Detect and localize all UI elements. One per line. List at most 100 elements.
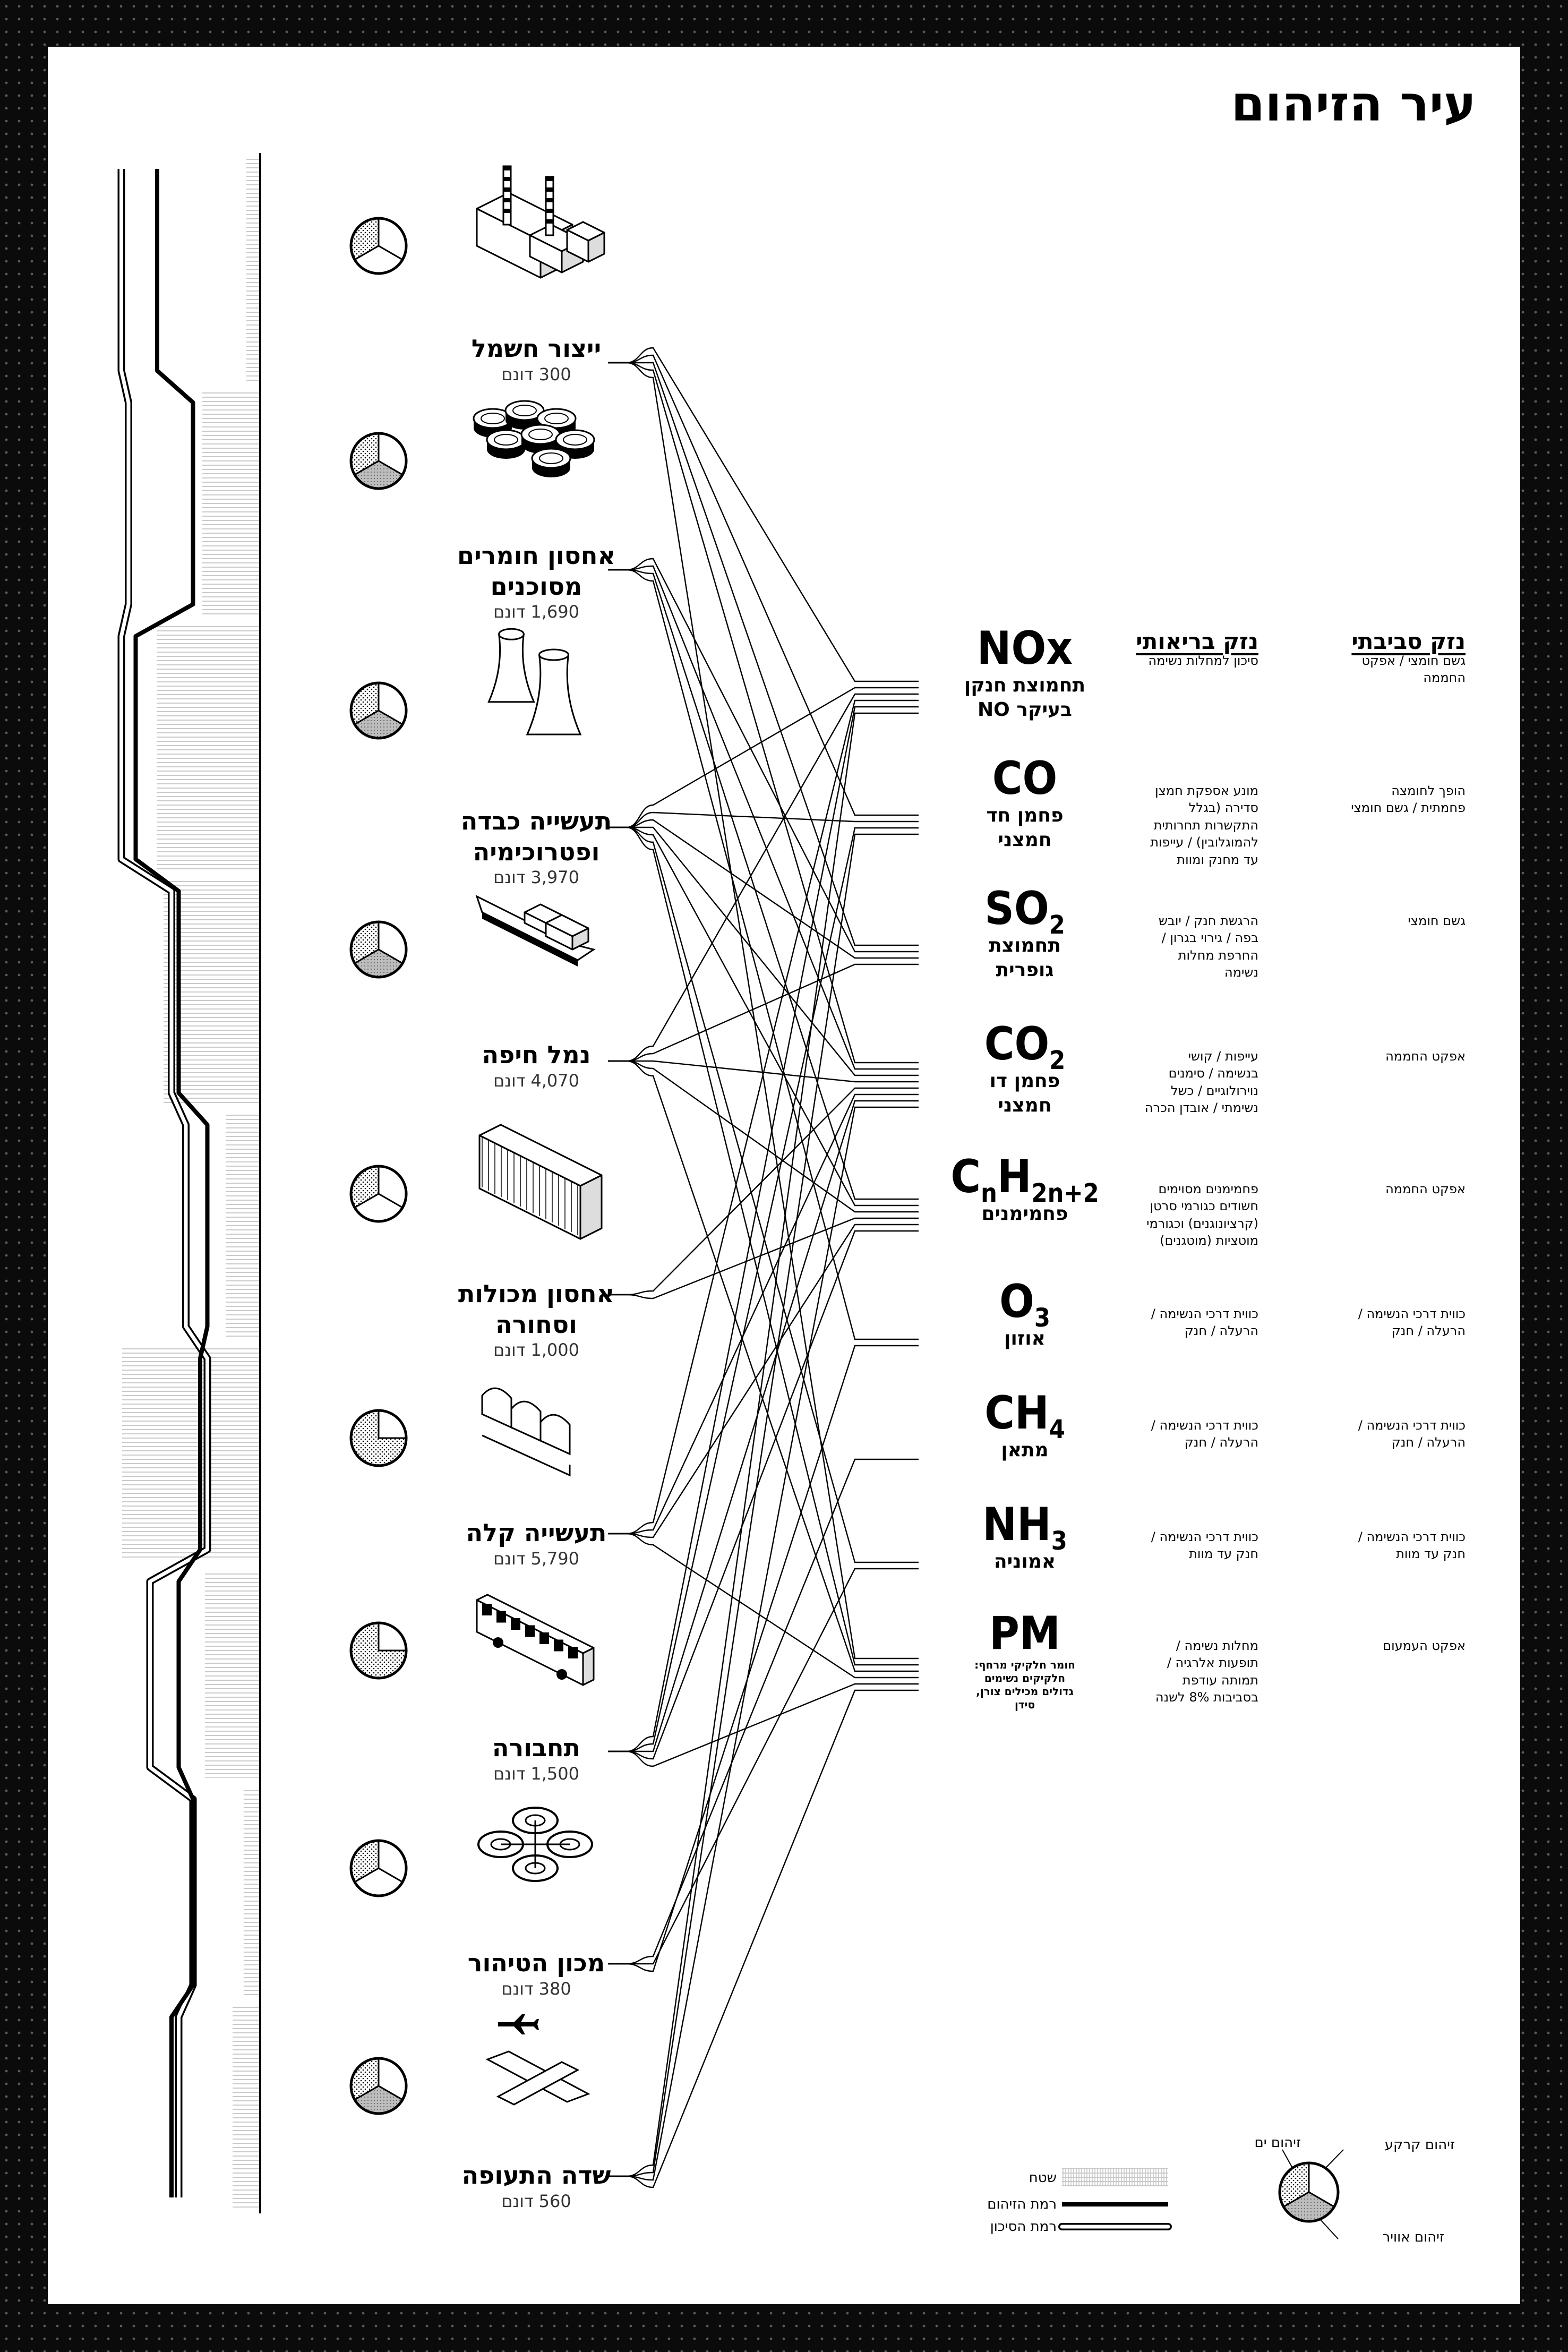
environmental-damage-line: הרעלה / חנק <box>1391 1435 1466 1450</box>
legend-area-label: שטח <box>1029 2170 1057 2186</box>
source-area: 1,000 דונם <box>398 1340 674 1360</box>
connection-line <box>608 569 919 1340</box>
source-name-line: תחבורה <box>492 1733 581 1762</box>
source-area-unit: דונם <box>493 602 526 622</box>
connection-line <box>608 565 919 1070</box>
pollutant-name-line: תחמוצת חנקן <box>964 674 1086 696</box>
source-area-unit: דונם <box>493 1340 526 1360</box>
connection-line <box>608 1087 919 1296</box>
health-damage-line: מונע אספקת חמצן <box>1155 783 1258 798</box>
health-damage-line: בנשימה / סימנים <box>1168 1066 1258 1081</box>
health-damage-line: עייפות / קושי <box>1188 1049 1258 1064</box>
health-damage-line: סדירה (בגלל <box>1188 800 1258 816</box>
health-damage-line: הרעלה / חנק <box>1184 1323 1258 1339</box>
connection-line <box>608 1683 919 1767</box>
source-area-value: 380 <box>538 1978 571 1999</box>
source-area-unit: דונם <box>493 867 526 887</box>
pollutant-environmental-damage: כווית דרכי הנשימה /הרעלה / חנק <box>1280 1305 1466 1340</box>
source-area-value: 300 <box>538 364 571 384</box>
sewage-treatment-icon <box>477 1807 593 1882</box>
pollutant-health-damage: סיכון למחלות נשימה <box>1115 652 1258 669</box>
area-hatch-8 <box>233 2006 260 2208</box>
connection-line <box>608 347 919 682</box>
source-area: 3,970 דונם <box>398 867 674 887</box>
health-damage-line: להמוגלובין) / עייפות <box>1150 835 1258 850</box>
environmental-damage-line: אפקט העמעום <box>1383 1638 1466 1653</box>
environmental-damage-line: כווית דרכי הנשימה / <box>1358 1418 1466 1433</box>
source-area: 1,500 דונם <box>398 1764 674 1784</box>
connection-line <box>608 699 919 1535</box>
pollutant-name-line: פחמימנים <box>981 1203 1068 1225</box>
connection-line <box>608 1060 919 1213</box>
connection-line <box>608 1060 919 1083</box>
pollutant-environmental-damage: כווית דרכי הנשימה /חנק עד מוות <box>1280 1528 1466 1563</box>
area-hatch-7 <box>243 1789 260 1996</box>
connection-line <box>608 827 919 1752</box>
connection-line <box>608 687 919 828</box>
pollutant-formula: PM <box>989 1607 1060 1660</box>
health-damage-line: (קרציונוגנים) וכגורמי <box>1146 1216 1258 1231</box>
source-area-unit: דונם <box>493 1548 526 1569</box>
pollutant-name-line: גופרית <box>996 959 1054 981</box>
health-damage-line: הרעלה / חנק <box>1184 1435 1258 1450</box>
pollutant-environmental-damage: אפקט החממה <box>1280 1048 1466 1065</box>
pollutant-health-damage: כווית דרכי הנשימה /הרעלה / חנק <box>1115 1305 1258 1340</box>
connection-line <box>608 819 919 959</box>
source-area: 5,790 דונם <box>398 1549 674 1569</box>
power-plant-icon <box>476 165 605 279</box>
source-name-line: אחסון חומרים <box>457 541 615 570</box>
legend-sea-leader <box>1282 2149 1293 2169</box>
pollutant-formula: O3 <box>999 1275 1050 1333</box>
shipping-container-icon <box>478 1124 603 1240</box>
pollutant-formula: CO2 <box>984 1017 1066 1075</box>
source-area-unit: דונם <box>501 1978 534 1999</box>
source-name-line: ייצור חשמל <box>471 334 602 363</box>
area-hatch-5 <box>122 1348 260 1560</box>
pollutant-name-line: חמצני <box>998 829 1052 851</box>
source-area-unit: דונם <box>501 364 534 384</box>
legend-risk-label: רמת הסיכון <box>990 2219 1057 2235</box>
connection-line <box>608 826 919 1076</box>
health-damage-line: בסביבות 8% לשנה <box>1155 1690 1258 1705</box>
legend-air-label: זיהום אוויר <box>1382 2229 1444 2245</box>
diagram-canvas <box>117 153 1344 2239</box>
pollutant-name: פחמימנים <box>945 1202 1104 1226</box>
health-damage-line: החרפת מחלות <box>1178 947 1258 963</box>
environmental-damage-line: אפקט החממה <box>1385 1182 1466 1196</box>
source-area-unit: דונם <box>493 1070 526 1091</box>
source-name-line: מסוכנים <box>490 571 582 601</box>
pollutant-name-line: סידן <box>1014 1698 1035 1711</box>
environmental-damage-line: החממה <box>1423 670 1466 686</box>
source-area: 560 דונם <box>398 2191 674 2211</box>
bus-icon <box>476 1594 595 1686</box>
source-pie-7 <box>349 1839 408 1897</box>
cargo-ship-icon <box>475 895 596 967</box>
health-damage-line: הרגשת חנק / יובש <box>1159 913 1258 928</box>
pollutant-formula: NOx <box>976 622 1073 675</box>
connection-line <box>608 569 919 1200</box>
area-hatch-2 <box>157 626 260 870</box>
connection-line <box>608 706 919 1752</box>
legend-sea-label: זיהום ים <box>1254 2135 1301 2151</box>
source-area-unit: דונם <box>501 2191 534 2211</box>
source-pie-8 <box>349 2057 408 2115</box>
connection-line <box>608 1230 919 1760</box>
pollutant-name-line: גדולים מכילים צורן, <box>976 1685 1074 1698</box>
pollutant-formula: NH3 <box>982 1498 1067 1556</box>
health-damage-line: חנק עד מוות <box>1189 1546 1258 1562</box>
connection-line <box>608 811 919 828</box>
connection-line <box>608 826 919 1207</box>
legend-area-swatch <box>1062 2168 1168 2186</box>
environmental-damage-line: הרעלה / חנק <box>1391 1323 1466 1339</box>
environmental-damage-line: הופך לחומצה <box>1391 783 1466 798</box>
environmental-damage-header: נזק סביבתי <box>1351 628 1466 654</box>
pollutant-formula: CO <box>992 752 1058 805</box>
source-area: 380 דונם <box>398 1979 674 1999</box>
